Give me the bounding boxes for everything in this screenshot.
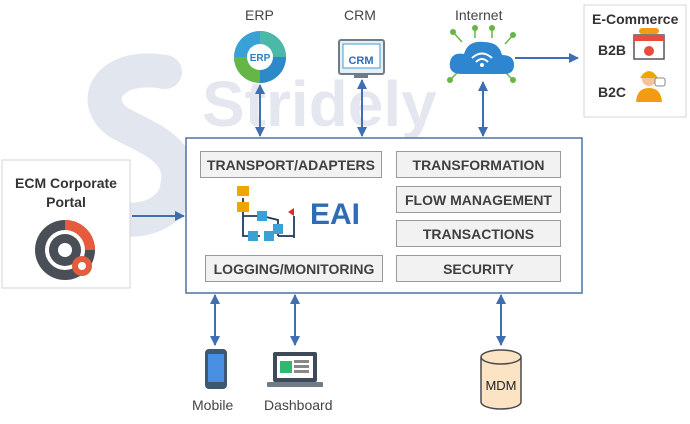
erp-label: ERP bbox=[245, 7, 274, 23]
transactions-box: TRANSACTIONS bbox=[396, 220, 561, 247]
transport-adapters-box: TRANSPORT/ADAPTERS bbox=[200, 151, 382, 178]
mdm-label: MDM bbox=[485, 378, 516, 393]
ecommerce-panel bbox=[583, 4, 687, 118]
crm-monitor-icon: CRM bbox=[338, 39, 385, 78]
security-box: SECURITY bbox=[396, 255, 561, 282]
dashboard-label: Dashboard bbox=[264, 397, 333, 413]
laptop-icon bbox=[267, 352, 323, 387]
phone-icon bbox=[205, 349, 227, 389]
transformation-box: TRANSFORMATION bbox=[396, 151, 561, 178]
eai-label: EAI bbox=[310, 198, 361, 231]
cloud-network-icon bbox=[447, 25, 516, 83]
erp-icon-text: ERP bbox=[250, 53, 271, 64]
flow-management-box: FLOW MANAGEMENT bbox=[396, 186, 561, 213]
logging-monitoring-box: LOGGING/MONITORING bbox=[205, 255, 383, 282]
internet-label: Internet bbox=[455, 7, 503, 23]
ecommerce-title: E-Commerce bbox=[592, 11, 679, 27]
crm-icon-text: CRM bbox=[348, 55, 373, 67]
watermark-logo: Stridely bbox=[78, 53, 437, 237]
support-agent-icon bbox=[636, 71, 666, 102]
erp-wheel-icon: ERP bbox=[234, 31, 286, 83]
watermark-text: Stridely bbox=[202, 68, 437, 140]
database-icon: MDM bbox=[480, 349, 522, 410]
mobile-label: Mobile bbox=[192, 397, 234, 413]
gears-icon bbox=[35, 220, 95, 280]
b2c-label: B2C bbox=[598, 84, 627, 100]
crm-label: CRM bbox=[344, 7, 376, 23]
b2b-label: B2B bbox=[598, 42, 627, 58]
ecm-title: ECM Corporate Portal bbox=[15, 175, 117, 210]
connectors bbox=[132, 53, 579, 346]
browser-icon bbox=[633, 28, 665, 60]
flowchart-icon bbox=[237, 186, 295, 241]
